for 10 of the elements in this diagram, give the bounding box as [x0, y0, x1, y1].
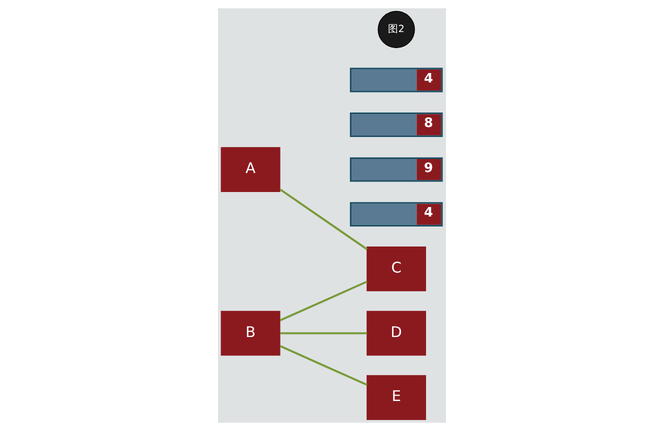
- connector: [280, 345, 368, 386]
- node-box: C: [366, 246, 426, 292]
- node-box: B: [220, 310, 280, 356]
- node-box: D: [366, 310, 426, 356]
- node-box: A: [220, 147, 280, 192]
- node-box: E: [366, 375, 426, 420]
- label: 图2: [388, 24, 404, 36]
- connector: [280, 332, 367, 334]
- connector: [280, 188, 368, 250]
- connector: [280, 280, 368, 322]
